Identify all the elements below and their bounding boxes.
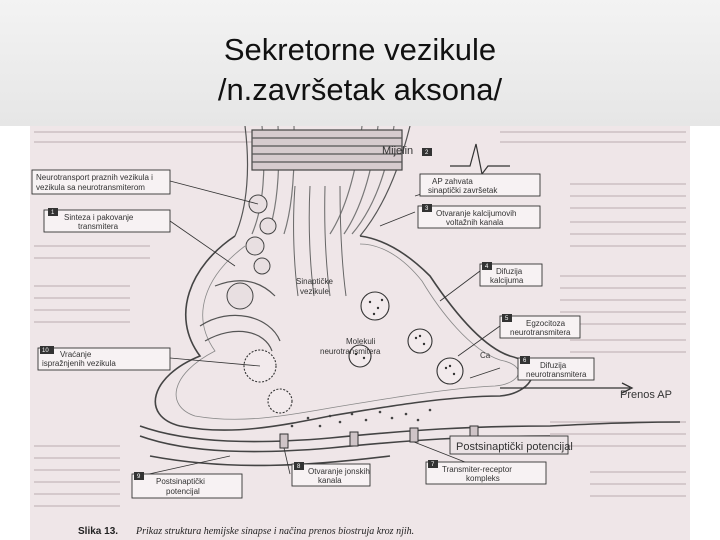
label-step3-line2: voltažnih kanala — [446, 218, 504, 227]
label-neurotransport-2: vezikula sa neurotransmiterom — [36, 183, 145, 192]
presynaptic-terminal — [155, 236, 532, 430]
slide-title: Sekretorne vezikule /n.završetak aksona/ — [0, 30, 720, 110]
figure-caption-number: Slika 13. — [78, 526, 118, 537]
label-step1-line2: transmitera — [78, 222, 119, 231]
label-synaptic-vesicles-1: Sinaptičke — [296, 277, 333, 286]
label-step8-line2: kanala — [318, 476, 342, 485]
ap-transfer-arrow — [500, 383, 632, 393]
axon-myelin — [235, 126, 410, 236]
figure-caption-text: Prikaz struktura hemijske sinapse i nači… — [135, 526, 414, 537]
label-mijelin: Mijelin — [382, 145, 413, 157]
label-step1-line1: Sinteza i pakovanje — [64, 213, 134, 222]
right-edge-strip — [690, 126, 720, 540]
label-step7-line2: kompleks — [466, 474, 500, 483]
label-step2-line2: sinaptički završetak — [428, 186, 498, 195]
label-step6-line2: neurotransmitera — [526, 370, 587, 379]
transport-vesicles — [227, 195, 276, 309]
label-step8-line1: Otvaranje jonskih — [308, 467, 370, 476]
label-step10-line2: ispražnjenih vezikula — [42, 359, 116, 368]
label-step6-line1: Difuzija — [540, 361, 567, 370]
label-step4-line1: Difuzija — [496, 267, 523, 276]
synapse-diagram: Mijelin Neurotransport praznih vezikula … — [30, 126, 690, 540]
label-step2-line1: AP zahvata — [432, 177, 473, 186]
label-step10-line1: Vraćanje — [60, 350, 92, 359]
synapse-figure: Mijelin Neurotransport praznih vezikula … — [30, 126, 690, 540]
label-step5-line2: neurotransmitera — [510, 328, 571, 337]
label-neurotransport-1: Neurotransport praznih vezikula i — [36, 173, 153, 182]
label-molecules-1: Molekuli — [346, 337, 376, 346]
label-ca-ion: Ca — [480, 351, 491, 360]
badge-10: 10 — [42, 348, 49, 354]
label-molecules-2: neurotransmitera — [320, 347, 381, 356]
label-synaptic-vesicles-2: vezikule — [300, 287, 329, 296]
label-step9-line2: potencijal — [166, 487, 200, 496]
label-postsynaptic-potential: Postsinaptički potencijal — [456, 441, 573, 453]
title-line-2: /n.završetak aksona/ — [0, 70, 720, 110]
label-prenos-ap: Prenos AP — [620, 389, 672, 401]
action-potential-spike — [450, 144, 510, 174]
label-step7-line1: Transmiter-receptor — [442, 465, 512, 474]
label-step4-line2: kalcijuma — [490, 276, 524, 285]
label-step3-line1: Otvaranje kalcijumovih — [436, 209, 516, 218]
number-badges — [40, 148, 530, 480]
title-line-1: Sekretorne vezikule — [0, 30, 720, 70]
label-step9-line1: Postsinaptički — [156, 477, 205, 486]
label-step5-line1: Egzocitoza — [526, 319, 566, 328]
